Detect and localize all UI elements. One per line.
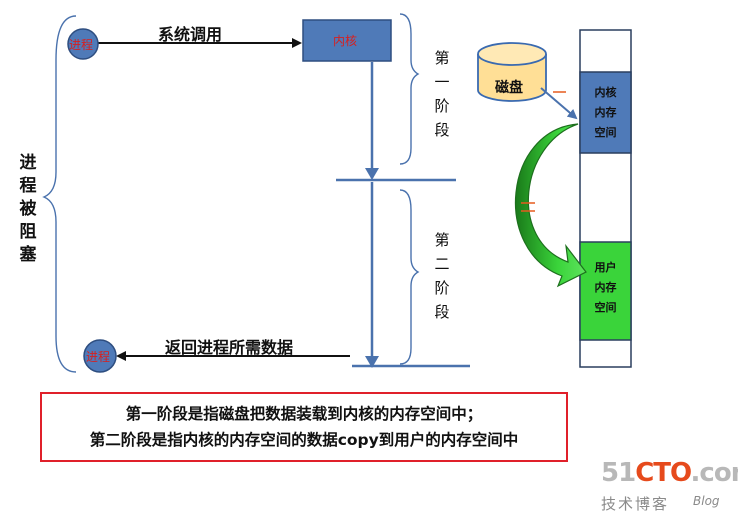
kernel-memory-line: 内核 (594, 85, 617, 99)
user-memory-line: 空间 (594, 301, 617, 314)
watermark-part: 51 (601, 458, 636, 488)
stage2-char: 段 (434, 303, 450, 321)
stage1-label: 第 一 阶 段 (432, 46, 452, 142)
stage1-char: 一 (434, 73, 450, 91)
stage1-char: 段 (434, 121, 450, 139)
process-bottom-label: 进程 (86, 350, 111, 364)
user-memory-line: 用户 (594, 261, 617, 274)
note-line-1: 第一阶段是指磁盘把数据装载到内核的内存空间中； (125, 405, 483, 423)
stage1-brace (399, 13, 420, 165)
user-memory-line: 内存 (594, 281, 617, 294)
blocked-brace (42, 15, 77, 373)
process-blocked-char: 塞 (19, 245, 37, 265)
process-blocked-label: 进 程 被 阻 塞 (17, 152, 39, 267)
kernel-memory-line: 内存 (594, 105, 617, 119)
stage2-char: 二 (434, 255, 450, 273)
stage1-char: 阶 (434, 97, 450, 115)
user-memory-label: 用户 内存 空间 (580, 252, 631, 324)
explanation-note: 第一阶段是指磁盘把数据装载到内核的内存空间中； 第二阶段是指内核的内存空间的数据… (40, 392, 568, 462)
process-blocked-char: 程 (19, 176, 37, 196)
process-top-label: 进程 (69, 38, 94, 52)
watermark-part: CTO (635, 458, 691, 488)
stage1-char: 第 (434, 49, 450, 67)
process-top-node (67, 28, 99, 60)
note-line-2: 第二阶段是指内核的内存空间的数据copy到用户的内存空间中 (89, 431, 519, 449)
disk-label: 磁盘 (495, 80, 523, 96)
stage2-label: 第 二 阶 段 (432, 228, 452, 324)
kernel-memory-line: 空间 (594, 125, 617, 139)
kernel-memory-block (579, 71, 632, 154)
syscall-label: 系统调用 (158, 25, 223, 44)
kernel-memory-label: 内核 内存 空间 (580, 72, 631, 153)
process-blocked-char: 被 (19, 199, 37, 219)
process-bottom-node (83, 339, 117, 373)
watermark-tagline: 技术博客 (601, 495, 670, 513)
watermark-blog: Blog (693, 494, 720, 508)
copy-arrow (514, 123, 587, 288)
disk-load-arrow (540, 87, 578, 120)
return-data-label: 返回进程所需数据 (165, 338, 294, 357)
process-blocked-char: 进 (19, 153, 37, 173)
user-memory-block (579, 241, 632, 341)
process-blocked-char: 阻 (19, 222, 37, 242)
stage2-brace (399, 189, 420, 365)
stage2-char: 阶 (434, 279, 450, 297)
watermark-part: .com (690, 458, 738, 488)
kernel-label: 内核 (333, 34, 358, 48)
stage2-char: 第 (434, 231, 450, 249)
disk-cylinder (477, 42, 547, 102)
watermark-logo: 51CTO.com (601, 458, 738, 488)
kernel-box (302, 19, 392, 62)
